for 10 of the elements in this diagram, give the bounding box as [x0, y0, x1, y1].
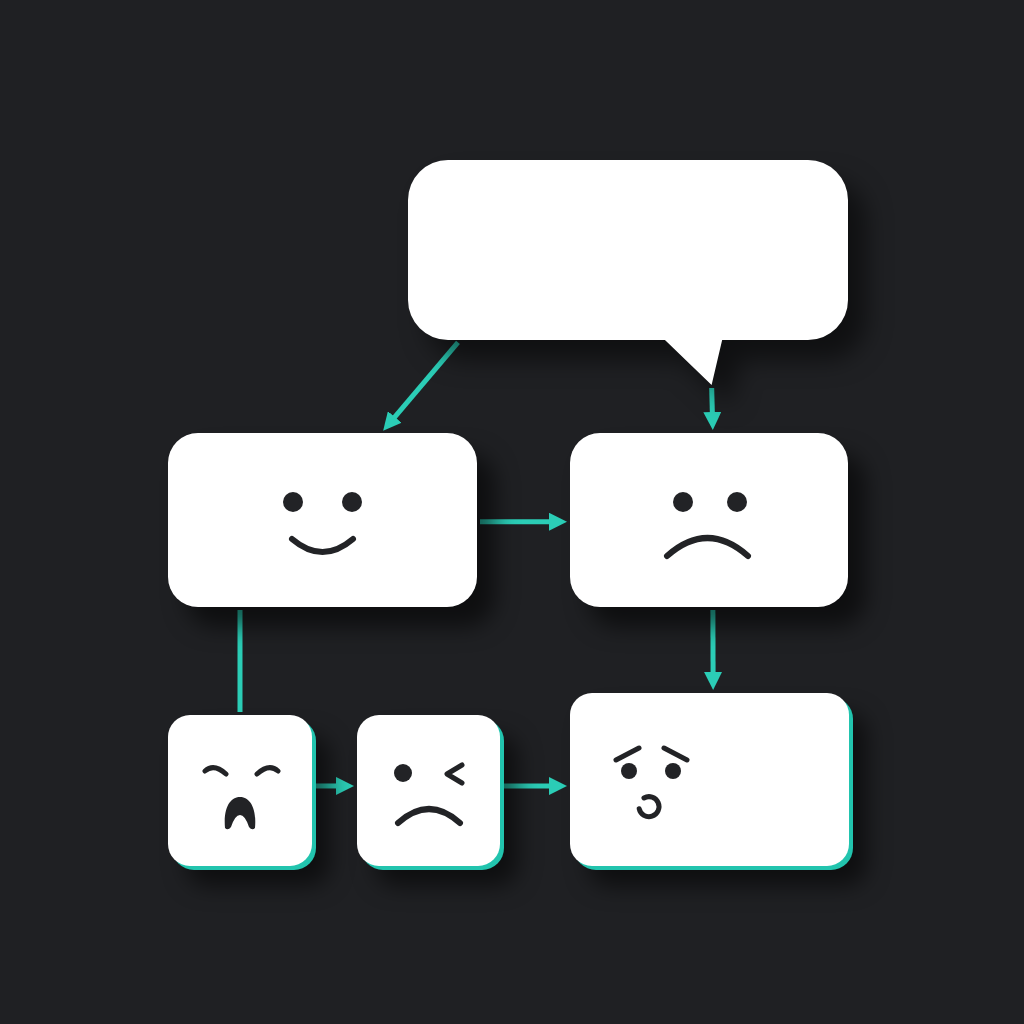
face-card [570, 433, 848, 607]
arrow [480, 512, 567, 531]
speech-bubble [408, 160, 848, 385]
face-card [168, 433, 477, 607]
arrow [315, 776, 354, 795]
arrow [703, 387, 722, 430]
arrow [383, 340, 460, 431]
connector-line [237, 610, 243, 712]
arrow [503, 777, 567, 796]
arrow [704, 610, 723, 690]
